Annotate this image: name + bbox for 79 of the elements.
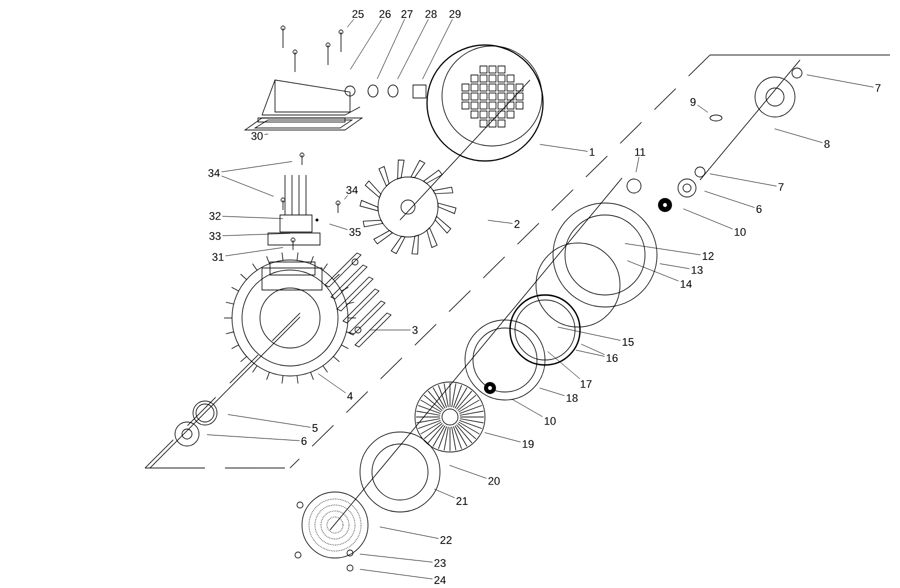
- callout-number: 30: [251, 132, 263, 140]
- callout-number: 19: [522, 440, 534, 448]
- callout-number: 21: [456, 497, 468, 505]
- callout-number: 26: [379, 10, 391, 18]
- leader-line: [576, 350, 605, 357]
- callout-number: 4: [347, 392, 353, 400]
- leader-line: [222, 216, 284, 219]
- callout-number: 1: [590, 148, 595, 156]
- callout-number: 15: [622, 338, 634, 346]
- callout-number: 35: [349, 228, 361, 236]
- callout-number: 7: [778, 183, 784, 191]
- leader-line: [344, 195, 348, 200]
- leader-line: [660, 263, 690, 269]
- callout-number: 6: [302, 437, 307, 445]
- leader-line: [540, 144, 588, 152]
- leader-line: [350, 19, 382, 70]
- leader-line: [206, 434, 300, 441]
- leader-line: [225, 247, 284, 256]
- callout-number: 34: [346, 186, 358, 194]
- callout-number: 20: [488, 477, 500, 485]
- leader-line: [806, 74, 874, 88]
- callout-number: 5: [312, 424, 318, 432]
- leader-line: [360, 569, 433, 580]
- leader-line: [488, 220, 513, 224]
- leader-line: [624, 243, 701, 256]
- callout-number: 17: [580, 380, 592, 388]
- leader-line: [221, 161, 292, 172]
- leader-line: [222, 233, 290, 236]
- leader-line: [221, 176, 274, 197]
- callout-number: 11: [635, 148, 646, 156]
- leader-line: [380, 526, 439, 539]
- leader-line: [347, 19, 354, 28]
- leader-line: [710, 174, 777, 186]
- callout-number: 32: [209, 212, 221, 220]
- callout-number: 10: [544, 417, 556, 425]
- callout-number: 24: [434, 576, 446, 584]
- leader-line: [511, 398, 543, 417]
- leader-line: [449, 465, 487, 479]
- callout-number: 31: [212, 253, 224, 261]
- callout-number: 18: [566, 394, 578, 402]
- leader-line: [580, 344, 605, 355]
- leader-line: [636, 156, 640, 172]
- leader-line: [329, 224, 348, 230]
- callout-number: 9: [690, 98, 696, 106]
- leader-line: [704, 190, 755, 208]
- leader-line: [558, 326, 621, 341]
- leader-line: [422, 19, 453, 80]
- callout-number: 3: [412, 326, 418, 334]
- callout-number: 23: [434, 559, 446, 567]
- callout-number: 14: [680, 280, 692, 288]
- callout-number: 27: [401, 10, 413, 18]
- callout-number: 2: [514, 220, 520, 228]
- callout-number: 10: [734, 228, 746, 236]
- callout-number: 33: [209, 232, 221, 240]
- leader-line: [774, 128, 823, 143]
- leader-line: [697, 104, 708, 113]
- leader-line: [397, 19, 429, 80]
- leader-line: [228, 414, 311, 428]
- leader-line: [484, 432, 521, 442]
- leader-line: [434, 488, 455, 498]
- callout-number: 29: [449, 10, 461, 18]
- leader-line: [547, 351, 580, 380]
- callout-number: 16: [606, 354, 618, 362]
- callout-number: 34: [208, 169, 220, 177]
- callout-number: 12: [702, 252, 714, 260]
- callout-number: 13: [692, 266, 703, 274]
- leader-line: [264, 134, 268, 135]
- leader-line: [318, 373, 346, 394]
- leader-line: [360, 554, 433, 562]
- callout-number: 22: [440, 536, 452, 544]
- callout-number: 6: [756, 205, 762, 213]
- leader-line: [627, 260, 679, 282]
- callout-number: 25: [352, 10, 364, 18]
- leader-line: [683, 208, 733, 230]
- callout-number: 8: [824, 140, 830, 148]
- callout-number: 7: [876, 84, 880, 92]
- leader-line: [376, 18, 405, 80]
- callout-number: 28: [425, 10, 437, 18]
- leader-line: [539, 388, 565, 396]
